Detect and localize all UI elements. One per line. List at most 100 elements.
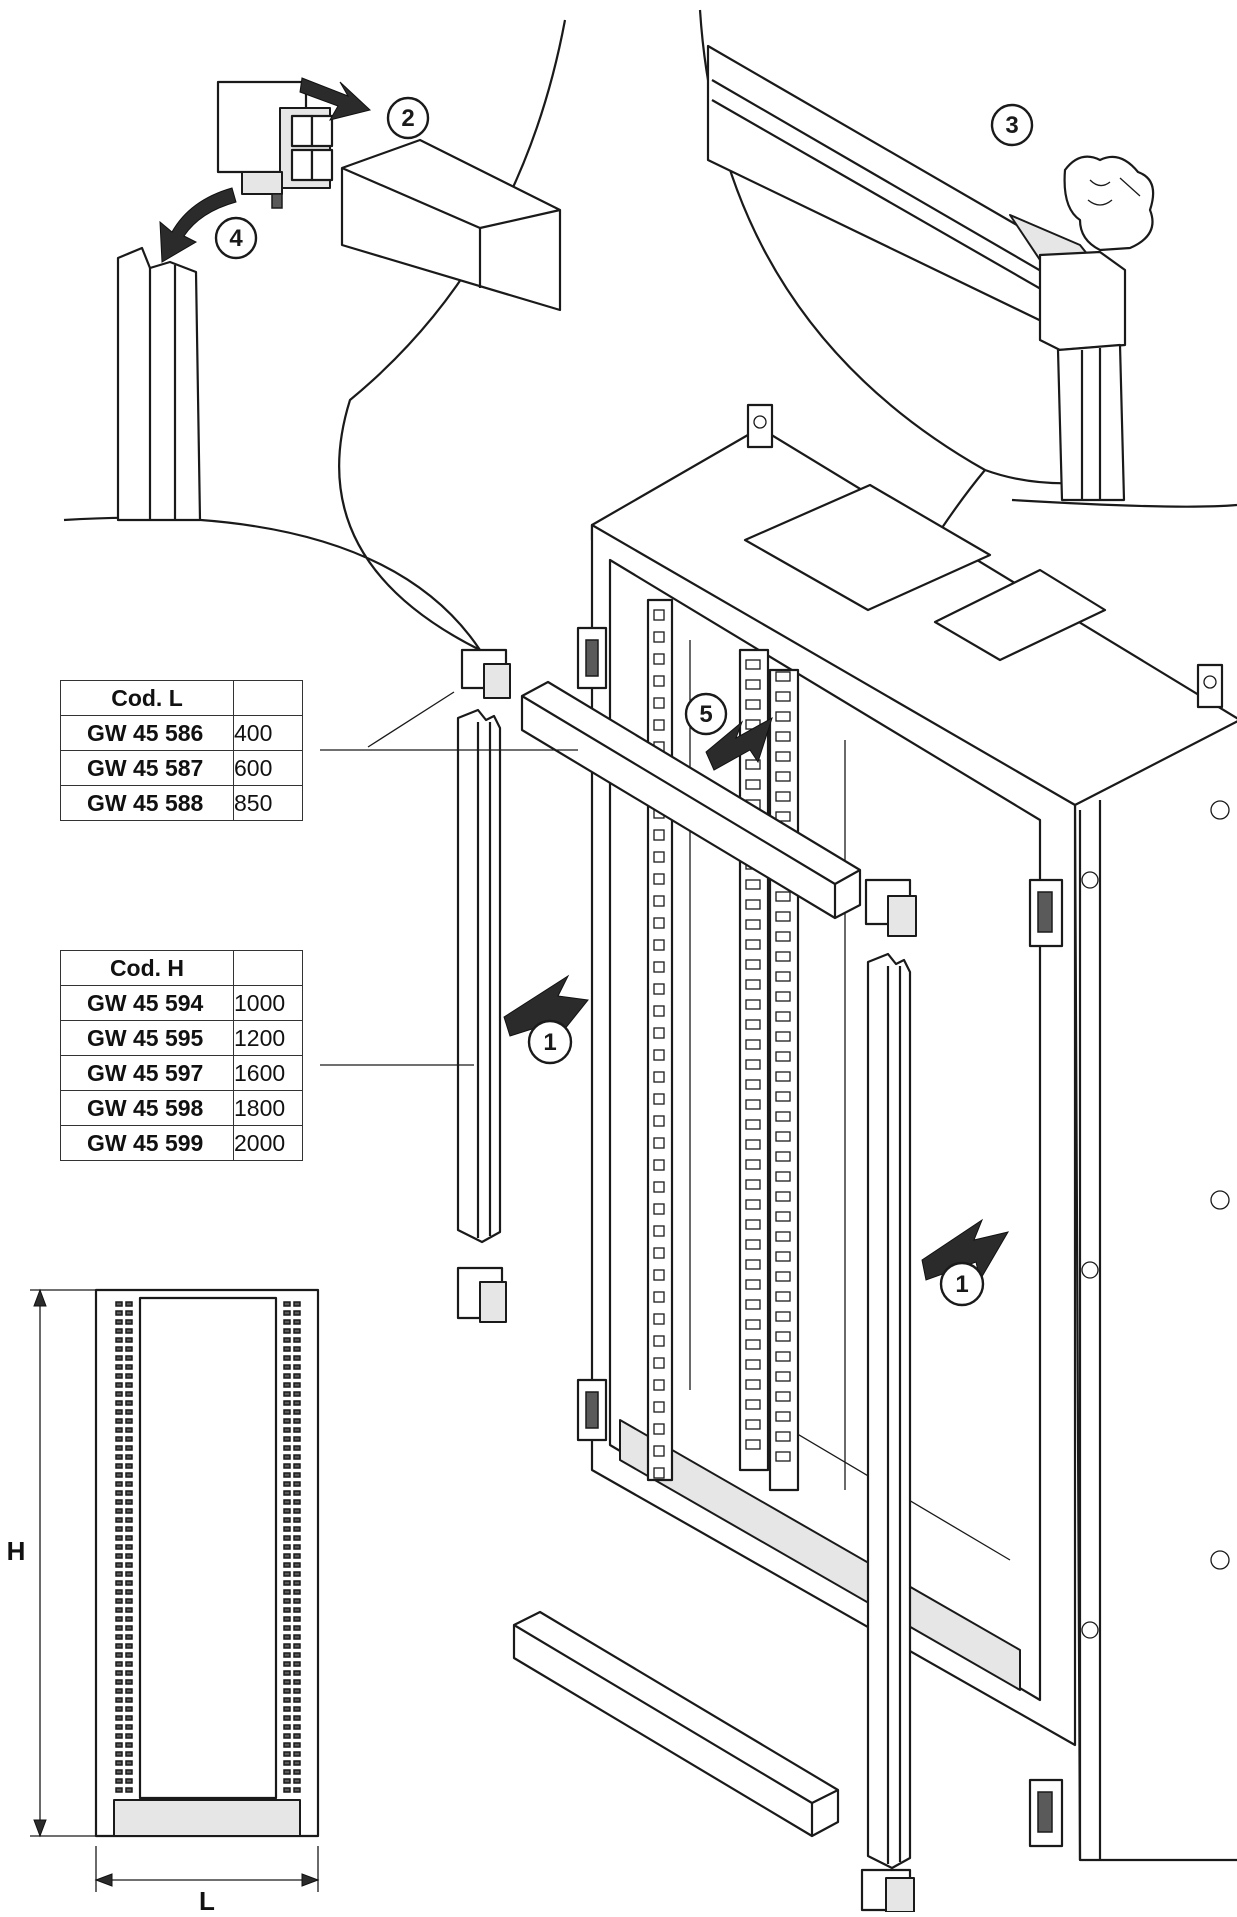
- rail-slot: [293, 1445, 301, 1451]
- rail-slot: [115, 1355, 123, 1361]
- rail-slot: [283, 1301, 291, 1307]
- rail-slot: [125, 1373, 133, 1379]
- rail-slot: [775, 1351, 791, 1362]
- rail-slot: [293, 1724, 301, 1730]
- rail-slot: [125, 1409, 133, 1415]
- rail-slot: [125, 1751, 133, 1757]
- rail-slot: [115, 1724, 123, 1730]
- rail-slot: [745, 1079, 761, 1090]
- rail-slot: [125, 1436, 133, 1442]
- rail-slot: [283, 1742, 291, 1748]
- table-row: GW 45 599 2000: [60, 1125, 303, 1161]
- rail-slot: [125, 1778, 133, 1784]
- rail-slot: [293, 1382, 301, 1388]
- rail-slot: [115, 1481, 123, 1487]
- rail-slot: [125, 1454, 133, 1460]
- table-row: GW 45 587 600: [60, 750, 303, 786]
- rail-slot: [283, 1373, 291, 1379]
- rail-slot: [125, 1580, 133, 1586]
- rail-slot: [775, 1411, 791, 1422]
- arrow-icon: [299, 77, 372, 121]
- rail-slot: [125, 1598, 133, 1604]
- rail-slot: [775, 1131, 791, 1142]
- rail-slot: [775, 1271, 791, 1282]
- callout-step-4: 4: [214, 216, 258, 260]
- rail-slot: [125, 1571, 133, 1577]
- rail-slot: [745, 1339, 761, 1350]
- rail-slot: [293, 1706, 301, 1712]
- rail-slot: [745, 1059, 761, 1070]
- rail-slot: [115, 1634, 123, 1640]
- rail-slot: [283, 1661, 291, 1667]
- rail-slot: [745, 759, 761, 770]
- rail-slot: [283, 1490, 291, 1496]
- rail-slot: [115, 1463, 123, 1469]
- rail-slot: [125, 1328, 133, 1334]
- rail-slot: [125, 1760, 133, 1766]
- rail-slot: [125, 1670, 133, 1676]
- rail-slot: [283, 1760, 291, 1766]
- rail-slot: [125, 1490, 133, 1496]
- rail-slot: [115, 1643, 123, 1649]
- table-row: GW 45 588 850: [60, 785, 303, 821]
- rail-slot: [293, 1580, 301, 1586]
- rail-slot: [775, 1331, 791, 1342]
- rail-slot: [283, 1562, 291, 1568]
- rail-slot: [115, 1490, 123, 1496]
- rail-slot: [115, 1625, 123, 1631]
- rail-slot: [125, 1301, 133, 1307]
- rail-slot: [125, 1526, 133, 1532]
- rail-slot: [653, 653, 665, 665]
- rail-slot: [115, 1706, 123, 1712]
- hinge-bottom-left: [576, 1378, 608, 1442]
- bottom-cover-profile: [512, 1610, 840, 1838]
- rail-slot: [775, 1291, 791, 1302]
- rail-slot: [125, 1607, 133, 1613]
- rail-slot: [775, 1251, 791, 1262]
- rail-slot: [293, 1589, 301, 1595]
- rail-slot: [745, 999, 761, 1010]
- rail-slot: [125, 1382, 133, 1388]
- table-h-header: Cod. H: [60, 950, 234, 986]
- detail-bubble-left: [63, 19, 567, 652]
- rail-slot: [283, 1337, 291, 1343]
- rail-slot: [293, 1391, 301, 1397]
- rail-slots: [653, 609, 791, 1479]
- rail-slot: [283, 1733, 291, 1739]
- rail-slot: [775, 1311, 791, 1322]
- rail-slot: [775, 751, 791, 762]
- rail-slot: [293, 1697, 301, 1703]
- rail-slot: [125, 1715, 133, 1721]
- rail-slot: [293, 1670, 301, 1676]
- hand-icon: [1063, 155, 1155, 252]
- rail-slot: [745, 879, 761, 890]
- rail-slot: [115, 1454, 123, 1460]
- rail-slot: [115, 1328, 123, 1334]
- rail-slot: [115, 1337, 123, 1343]
- rail-slot: [115, 1589, 123, 1595]
- connector-bottom-left: [456, 1266, 507, 1323]
- rail-slot: [115, 1760, 123, 1766]
- rail-slot: [125, 1652, 133, 1658]
- rail-slot: [283, 1778, 291, 1784]
- rail-slot: [293, 1553, 301, 1559]
- rail-slot: [293, 1301, 301, 1307]
- rail-slot: [125, 1553, 133, 1559]
- rail-slot: [775, 891, 791, 902]
- rail-slot: [775, 1191, 791, 1202]
- rail-slot: [283, 1364, 291, 1370]
- rail-slot: [653, 939, 665, 951]
- rail-slot: [115, 1418, 123, 1424]
- rail-slot: [653, 675, 665, 687]
- rail-slot: [653, 1027, 665, 1039]
- rail-slot: [653, 1005, 665, 1017]
- rail-slot: [283, 1688, 291, 1694]
- rail-slot: [653, 851, 665, 863]
- rail-slot: [115, 1598, 123, 1604]
- rail-slot: [653, 631, 665, 643]
- rail-slot: [283, 1580, 291, 1586]
- rail-slot: [745, 1139, 761, 1150]
- rail-slot: [653, 1181, 665, 1193]
- rail-slot: [653, 1423, 665, 1435]
